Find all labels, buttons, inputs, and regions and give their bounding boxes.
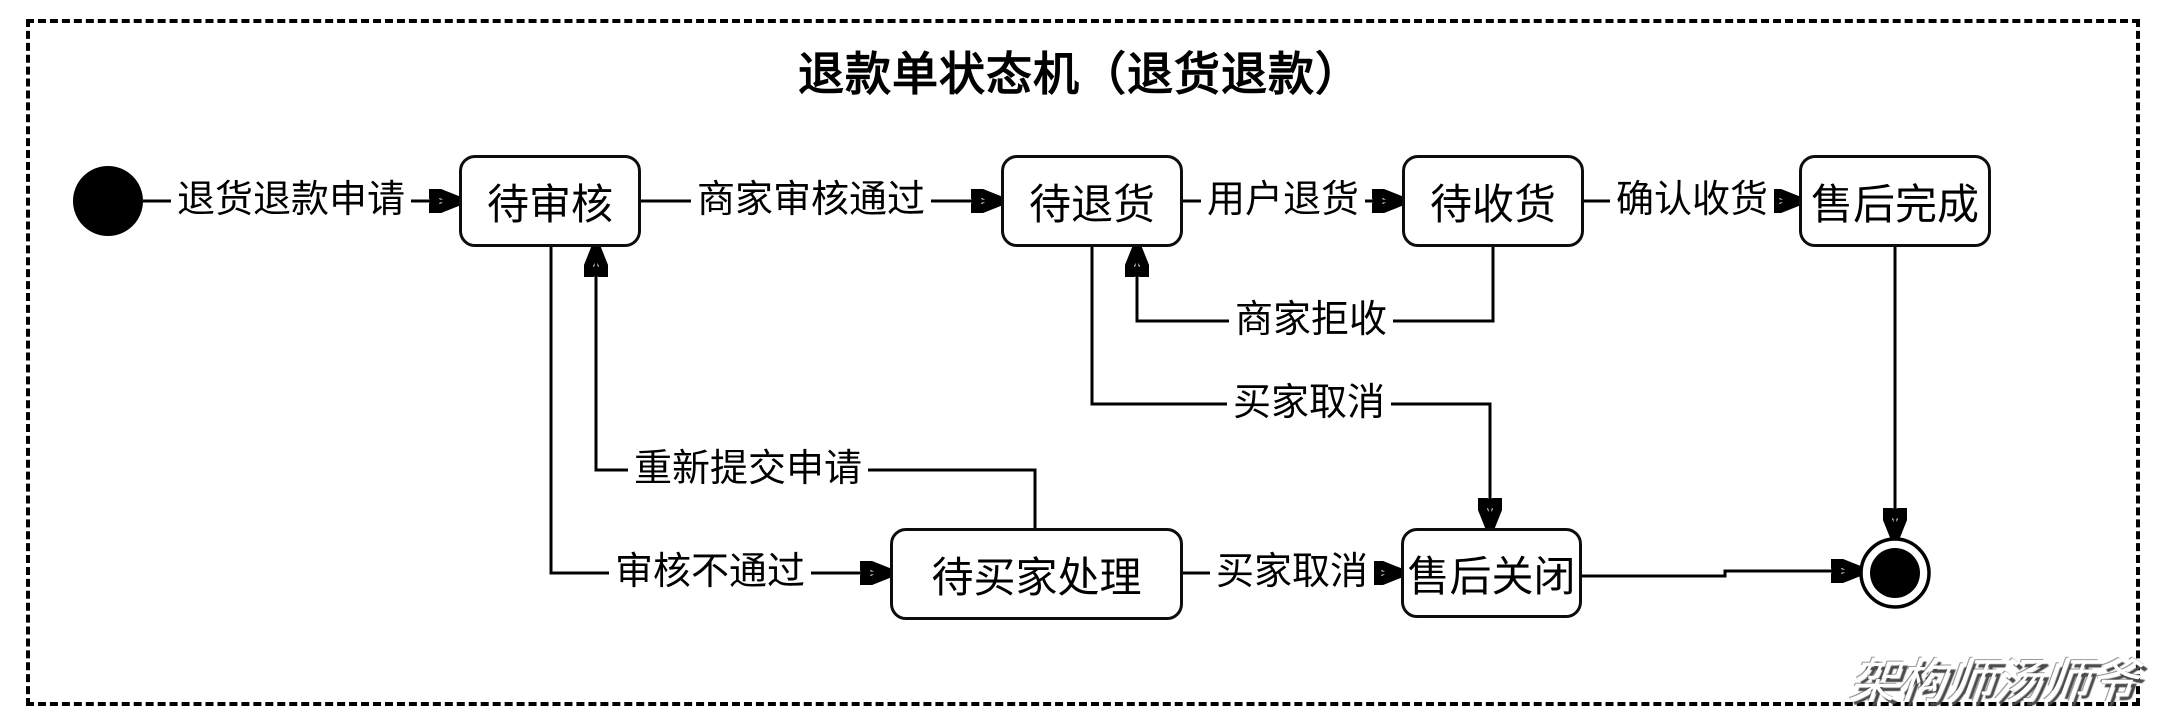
initial-state-node: [73, 166, 143, 236]
transition-label-buyer-cancel-lower: 买家取消: [1209, 551, 1375, 594]
final-state-node-core: [1870, 548, 1920, 598]
state-aftersales-closed: 售后关闭: [1401, 528, 1582, 618]
edge-review-rejected: [549, 247, 890, 573]
transition-label-user-return: 用户退货: [1200, 179, 1366, 222]
state-aftersales-complete: 售后完成: [1799, 155, 1991, 247]
transition-label-review-rejected: 审核不通过: [608, 551, 812, 594]
transition-label-merchant-approve: 商家审核通过: [690, 179, 932, 222]
transition-label-resubmit: 重新提交申请: [627, 448, 869, 491]
watermark-text: 架构师汤师爷: [1846, 656, 2141, 709]
edge-closed-to-final: [1582, 571, 1861, 576]
state-pending-receipt: 待收货: [1402, 155, 1584, 247]
state-pending-return: 待退货: [1001, 155, 1183, 247]
state-pending-review: 待审核: [459, 155, 641, 247]
transition-label-apply: 退货退款申请: [170, 179, 412, 222]
transition-label-buyer-cancel-upper: 买家取消: [1226, 382, 1392, 425]
state-pending-buyer-action: 待买家处理: [890, 528, 1183, 620]
diagram-title: 退款单状态机（退货退款）: [798, 48, 1362, 100]
transition-label-merchant-reject-receipt: 商家拒收: [1228, 299, 1394, 342]
transition-label-confirm-receipt: 确认收货: [1609, 179, 1775, 222]
